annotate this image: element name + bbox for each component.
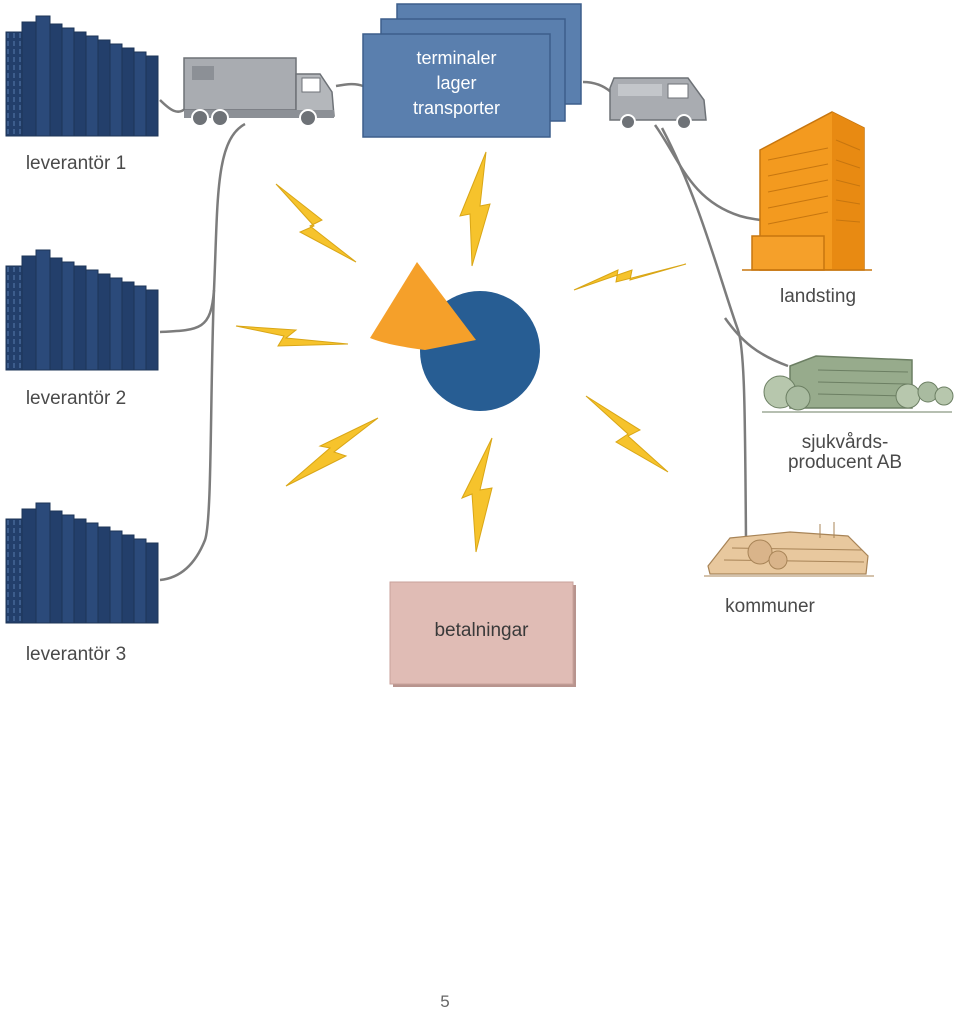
hub-icon (370, 262, 540, 411)
lightning-icon-s (460, 437, 493, 553)
lightning-icon-ne (573, 263, 687, 291)
page-number: 5 (440, 992, 450, 1011)
logistics-text: terminaler lager transporter (363, 46, 550, 121)
clinic-icon (762, 355, 954, 413)
connector-truck-suppliers (159, 122, 246, 334)
supplier-building-icon-3 (5, 502, 159, 624)
van-icon (609, 77, 707, 130)
supplier-label-2: leverantör 2 (25, 388, 127, 409)
supplier-building-icon-2 (5, 249, 159, 371)
logistics-line-3: transporter (412, 98, 501, 118)
connector-van-landsting (653, 124, 761, 222)
connector-truck-stack (335, 82, 364, 88)
producer-label-line2: producent AB (787, 452, 903, 473)
connector-stack-van (582, 80, 612, 93)
logistics-line-1: terminaler (416, 48, 497, 68)
lightning-icon-w (235, 325, 349, 347)
lightning-icons (235, 151, 687, 553)
supplier-label-3: leverantör 3 (25, 644, 127, 665)
supplier-building-icon-1 (5, 15, 159, 137)
lightning-icon-sw (285, 417, 379, 487)
connector-trunk-supplier3 (159, 289, 216, 582)
lightning-icon-nw (275, 183, 357, 263)
lightning-icon-se (585, 395, 669, 473)
logistics-stack (362, 3, 582, 138)
connector-supplier1-truck (159, 99, 187, 113)
kommuner-label: kommuner (725, 596, 815, 617)
payments-label: betalningar (434, 620, 529, 641)
payments-box (389, 581, 576, 687)
landsting-label: landsting (779, 286, 857, 307)
lightning-icon-n (459, 151, 491, 267)
town-hall-icon (704, 522, 874, 577)
connector-branch-clinic (723, 317, 789, 368)
hospital-icon (742, 111, 872, 271)
truck-icon (183, 57, 335, 127)
connector-van-kommuner (660, 127, 748, 541)
logistics-line-2: lager (436, 73, 477, 93)
connector-lines (159, 80, 789, 582)
supplier-label-1: leverantör 1 (25, 153, 127, 174)
producer-label-line1: sjukvårds- (801, 432, 889, 453)
